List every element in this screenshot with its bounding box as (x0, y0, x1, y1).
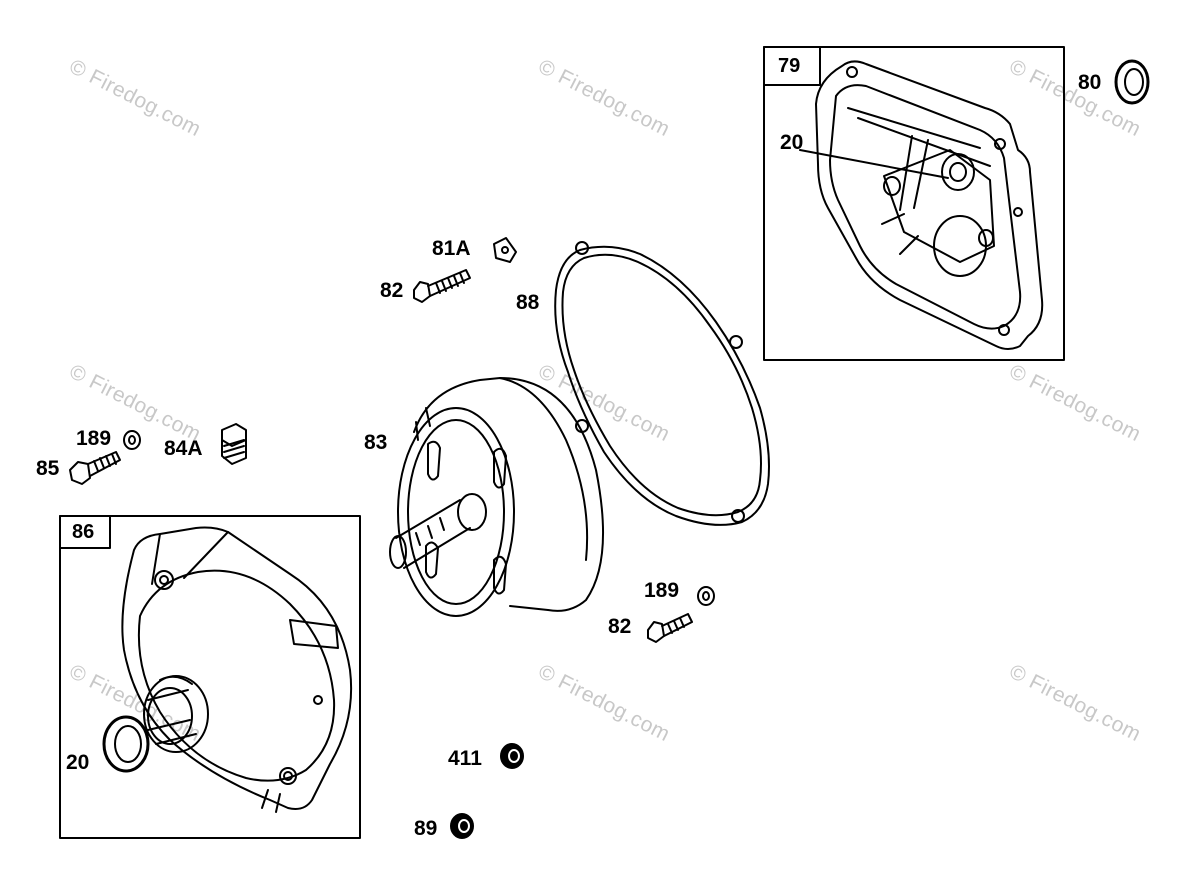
oil-seal-80-part (1114, 59, 1150, 105)
callout-83: 83 (364, 431, 388, 454)
callout-189-left: 189 (76, 427, 112, 450)
box-86-frame (59, 515, 361, 839)
callout-20-top: 20 (780, 131, 804, 154)
nut-411-part (500, 743, 524, 769)
box-79-label: 79 (778, 55, 801, 77)
screw-82-bottom-part (647, 613, 693, 643)
callout-84A: 84A (164, 437, 203, 460)
gasket-88-part (554, 241, 770, 526)
housing-86-part (121, 526, 353, 813)
callout-81A: 81A (432, 237, 471, 260)
callout-80: 80 (1078, 71, 1102, 94)
crankcase-cover-part (799, 60, 1044, 350)
box-79-frame (763, 46, 1065, 361)
nut-89-part (450, 813, 474, 839)
bolt-85-part (69, 451, 121, 485)
callout-82-bottom: 82 (608, 615, 632, 638)
box-86-label: 86 (72, 521, 95, 543)
part-81A (493, 237, 517, 263)
drum-83-part (389, 377, 605, 617)
callout-85: 85 (36, 457, 60, 480)
washer-189-left-part (123, 430, 141, 450)
washer-189-right-part (697, 586, 715, 606)
callout-82-top: 82 (380, 279, 404, 302)
plug-84A-part (221, 423, 247, 465)
callout-189-right: 189 (644, 579, 680, 602)
callout-88: 88 (516, 291, 540, 314)
callout-89: 89 (414, 817, 438, 840)
screw-82-top-part (413, 269, 471, 303)
oil-seal-20-bottom-part (102, 715, 150, 773)
callout-20-bottom: 20 (66, 751, 90, 774)
callout-411: 411 (448, 747, 482, 770)
